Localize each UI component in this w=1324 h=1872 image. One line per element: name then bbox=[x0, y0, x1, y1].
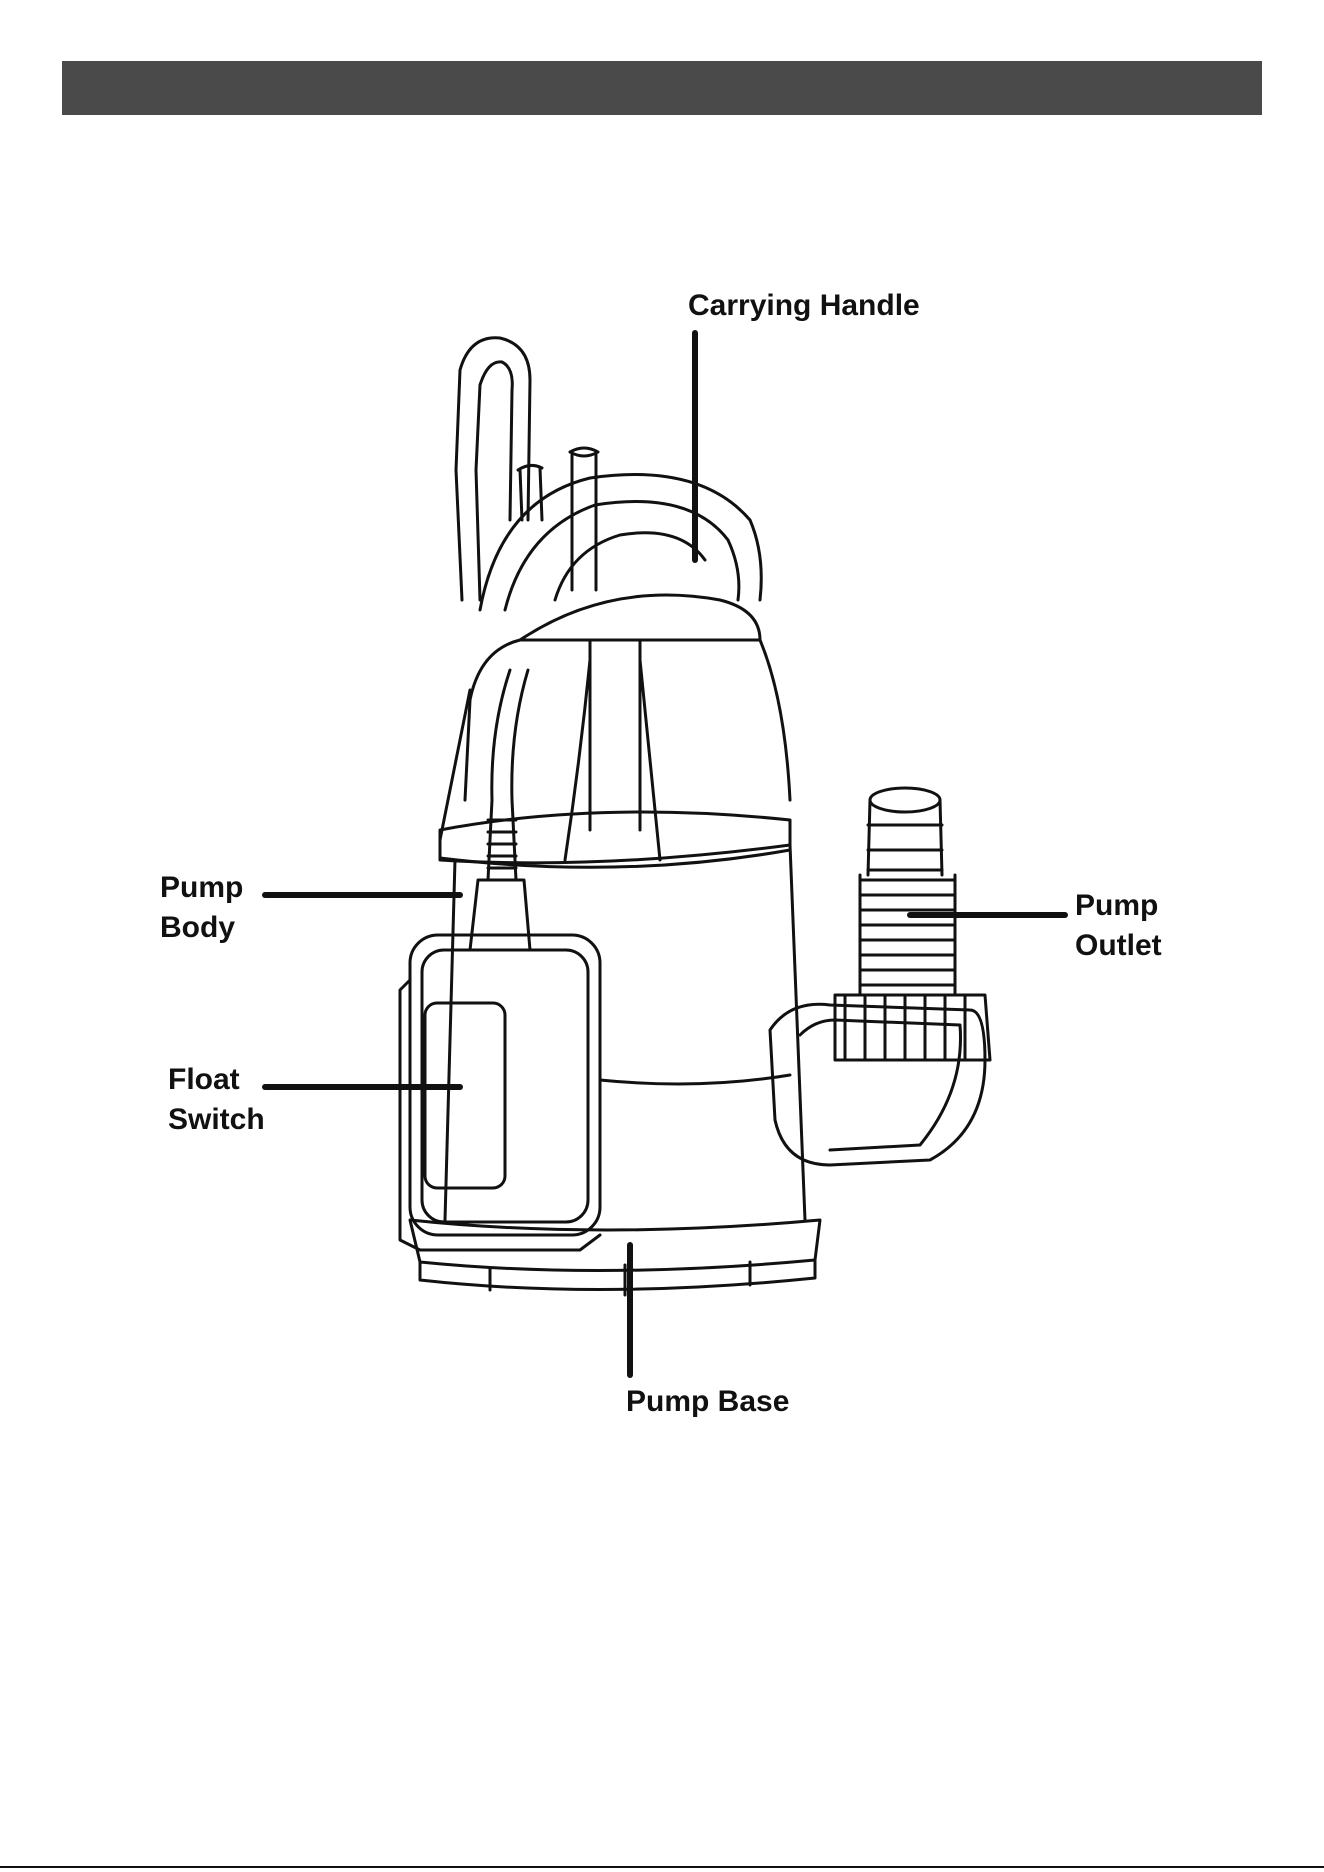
pump-base bbox=[410, 1220, 820, 1295]
bottom-rule bbox=[0, 1866, 1324, 1868]
label-float-switch: Float Switch bbox=[168, 1060, 265, 1140]
label-pump-body-line2: Body bbox=[160, 908, 243, 948]
pump-body bbox=[445, 845, 805, 1220]
label-pump-outlet-line1: Pump bbox=[1075, 886, 1162, 926]
top-cap bbox=[520, 595, 760, 640]
label-pump-outlet: Pump Outlet bbox=[1075, 886, 1162, 966]
label-pump-body-line1: Pump bbox=[160, 868, 243, 908]
label-float-switch-line2: Switch bbox=[168, 1100, 265, 1140]
label-pump-body: Pump Body bbox=[160, 868, 243, 948]
hose-barb bbox=[868, 788, 942, 875]
outlet-threads bbox=[860, 875, 955, 995]
float-cable bbox=[470, 670, 530, 950]
label-pump-base: Pump Base bbox=[626, 1382, 789, 1422]
label-pump-outlet-line2: Outlet bbox=[1075, 926, 1162, 966]
top-pipe-center bbox=[570, 448, 598, 590]
float-switch-box bbox=[400, 935, 600, 1250]
label-float-switch-line1: Float bbox=[168, 1060, 265, 1100]
label-carrying-handle: Carrying Handle bbox=[688, 286, 920, 326]
